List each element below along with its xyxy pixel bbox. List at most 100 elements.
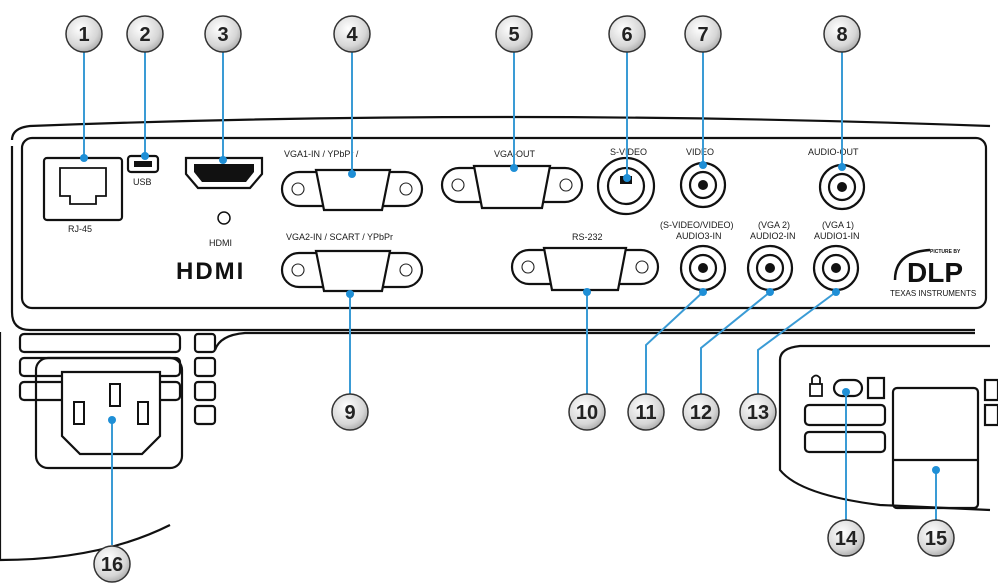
dlp-logo: PICTURE BY DLP TEXAS INSTRUMENTS [890, 248, 976, 298]
dlp-picture-by-text: PICTURE BY [930, 249, 961, 255]
power-socket-surround [34, 356, 184, 470]
lower-left-housing [0, 332, 171, 562]
leader-dot-1 [80, 154, 88, 162]
right-housing-edge [778, 360, 991, 512]
audio2-in-label-line1: (VGA 2) [758, 220, 790, 230]
leader-dot-7 [699, 161, 707, 169]
projector-body [0, 115, 998, 562]
dlp-wordmark: DLP [907, 257, 963, 288]
svg-text:11: 11 [635, 402, 656, 424]
hdmi-label: HDMI [209, 238, 232, 248]
leader-dot-12 [766, 288, 774, 296]
leader-12 [700, 291, 771, 395]
svg-text:3: 3 [217, 24, 228, 46]
callout-16: 16 [93, 545, 131, 583]
audio1-in-label-line1: (VGA 1) [822, 220, 854, 230]
callout-6: 6 [608, 15, 646, 53]
usb-label: USB [133, 177, 152, 187]
callout-10: 10 [568, 393, 606, 431]
audio2-in-port [746, 244, 794, 292]
right-edge-rib-1 [983, 378, 998, 402]
leader-dot-11 [699, 288, 707, 296]
rs232-label: RS-232 [572, 232, 603, 242]
svg-text:15: 15 [925, 528, 947, 550]
rj45-label: RJ-45 [68, 224, 92, 234]
leader-dot-14 [842, 388, 850, 396]
callout-12: 12 [682, 393, 720, 431]
leader-dot-5 [510, 164, 518, 172]
right-housing-top [778, 344, 990, 361]
body-outer-edge [10, 146, 975, 332]
audio3-in-label-line2: AUDIO3-IN [676, 231, 722, 241]
leader-lines [80, 50, 940, 545]
svg-text:16: 16 [101, 554, 123, 576]
vga2-in-port [280, 249, 424, 293]
rs232-port [510, 246, 660, 292]
rj45-port [42, 156, 124, 222]
leader-dot-15 [932, 466, 940, 474]
callout-11: 11 [627, 393, 665, 431]
leader-dot-6 [623, 174, 631, 182]
svg-text:12: 12 [690, 402, 712, 424]
callout-2: 2 [126, 15, 164, 53]
callout-1: 1 [65, 15, 103, 53]
leader-dot-8 [838, 163, 846, 171]
svideo-port [596, 156, 656, 216]
svg-text:7: 7 [697, 24, 708, 46]
hdmi-indicator [217, 211, 231, 225]
svg-text:8: 8 [836, 24, 847, 46]
svg-text:4: 4 [346, 24, 358, 46]
hdmi-port [184, 156, 264, 190]
leader-13 [757, 291, 837, 395]
inner-step-edge [213, 331, 975, 351]
video-label: VIDEO [686, 147, 714, 157]
callout-14: 14 [827, 519, 865, 557]
callout-13: 13 [739, 393, 777, 431]
left-rib-6 [193, 380, 217, 402]
kensington-frame [866, 376, 886, 400]
callout-3: 3 [204, 15, 242, 53]
callout-5: 5 [495, 15, 533, 53]
connector-panel [20, 136, 988, 310]
callout-badges: 1 2 3 4 5 6 7 8 9 10 11 12 13 14 15 16 [65, 15, 955, 583]
callout-15: 15 [917, 519, 955, 557]
svg-text:10: 10 [576, 402, 598, 424]
svg-text:6: 6 [621, 24, 632, 46]
svg-text:2: 2 [139, 24, 150, 46]
svg-text:1: 1 [78, 24, 89, 46]
audio1-in-label-line2: AUDIO1-IN [814, 231, 860, 241]
dlp-swoosh [893, 248, 931, 281]
audio2-in-label-line2: AUDIO2-IN [750, 231, 796, 241]
vga2-in-label: VGA2-IN / SCART / YPbPr [286, 232, 393, 242]
power-pin-right [137, 401, 149, 425]
audio3-in-port [679, 244, 727, 292]
audio-out-port [818, 163, 866, 211]
vga1-in-port [280, 168, 424, 212]
left-rib-5 [193, 356, 217, 378]
leader-dot-10 [583, 288, 591, 296]
kensington-lock-icon [809, 374, 823, 397]
leader-dot-16 [108, 416, 116, 424]
leader-dot-4 [348, 170, 356, 178]
svg-text:14: 14 [835, 528, 858, 550]
vga-out-port [440, 164, 584, 210]
svideo-label: S-VIDEO [610, 147, 647, 157]
svg-text:9: 9 [344, 402, 355, 424]
dlp-texas-instruments-text: TEXAS INSTRUMENTS [890, 289, 976, 298]
svg-text:13: 13 [747, 402, 769, 424]
callout-8: 8 [823, 15, 861, 53]
right-edge-rib-2 [983, 403, 998, 427]
power-pin-left [73, 401, 85, 425]
leader-dot-2 [141, 152, 149, 160]
callout-7: 7 [684, 15, 722, 53]
kensington-lock-slot [832, 378, 864, 398]
svg-text:5: 5 [508, 24, 519, 46]
hdmi-logo: HDMI [176, 258, 245, 285]
power-socket [60, 370, 162, 456]
audio3-in-label-line1: (S-VIDEO/VIDEO) [660, 220, 734, 230]
leader-dot-13 [832, 288, 840, 296]
callout-9: 9 [331, 393, 369, 431]
video-port [679, 161, 727, 209]
